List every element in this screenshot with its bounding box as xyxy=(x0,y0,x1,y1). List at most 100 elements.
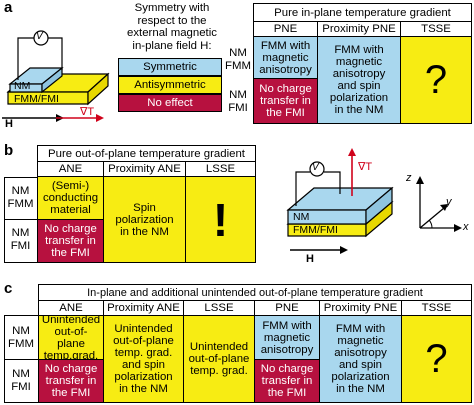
row-label-line: FMM xyxy=(225,60,251,72)
cell-line: No charge xyxy=(259,83,312,95)
table-b-header-proximity-ane: Proximity ANE xyxy=(103,161,186,177)
cell-line: the FMI xyxy=(51,387,91,399)
table-c-lsse: Unintended out-of-plane temp. grad. xyxy=(183,315,255,403)
row-label-line: FMI xyxy=(11,381,31,393)
cell-line: FMM with xyxy=(335,323,386,335)
table-b-row-label-fmm: NM FMM xyxy=(4,178,37,218)
cell-line: transfer in xyxy=(260,95,311,107)
table-c-header-lsse: LSSE xyxy=(183,300,255,316)
cell-line: out-of-plane xyxy=(188,353,250,365)
field-label-b: H xyxy=(306,253,314,265)
cell-line: the FMI xyxy=(267,387,307,399)
cell-line: FMM with xyxy=(334,44,384,56)
table-b-row-divider xyxy=(4,219,38,221)
cell-line: in the NM xyxy=(120,225,169,238)
cell-line: temp.grad. xyxy=(43,349,99,360)
cell-line: (Semi-) xyxy=(51,180,90,192)
cell-line: magnetic xyxy=(262,51,309,64)
legend-title: Symmetry with respect to the external ma… xyxy=(118,2,226,52)
legend-title-line: respect to the xyxy=(137,14,207,27)
table-c-row-divider xyxy=(4,359,39,361)
cell-line: Unintended xyxy=(189,341,249,353)
voltmeter-label-b: V xyxy=(312,162,319,173)
cell-line: in the NM xyxy=(336,383,385,395)
table-c-ane-fmm: Unintended out-of-plane temp.grad. xyxy=(38,315,104,360)
cell-line: transfer in xyxy=(261,375,313,387)
device-b-diagram xyxy=(286,148,462,254)
cell-line: and spin xyxy=(338,359,383,371)
row-label-line: NM xyxy=(11,185,30,197)
cell-line: No charge xyxy=(44,223,97,235)
table-c-row-label-fmi: NM FMI xyxy=(4,361,38,401)
cell-line: material xyxy=(50,204,91,216)
cell-line: in the NM xyxy=(119,383,168,395)
table-c-header-proximity-ane: Proximity ANE xyxy=(103,300,184,316)
gradient-label-a: ∇T xyxy=(80,106,95,118)
legend-title-line: in-plane field H: xyxy=(132,39,212,52)
cell-line: and spin xyxy=(337,80,381,92)
table-c-header-ane: ANE xyxy=(38,300,104,316)
table-c-tsse: ? xyxy=(401,315,472,403)
table-c-title: In-plane and additional unintended out-o… xyxy=(38,284,472,301)
table-a-pne-fmm: FMM with magnetic anisotropy xyxy=(253,36,318,79)
panel-c-label: c xyxy=(4,280,13,297)
cell-line: the FMI xyxy=(51,247,90,259)
row-label-line: NM xyxy=(12,368,30,380)
substrate-label-a: FMM/FMI xyxy=(14,93,59,105)
row-label-line: NM xyxy=(229,47,247,59)
panel-b-label: b xyxy=(4,142,14,159)
legend-title-line: Symmetry with xyxy=(134,2,210,14)
panel-a-label: a xyxy=(4,0,13,16)
row-label-line: NM xyxy=(229,89,247,101)
cell-line: Spin xyxy=(133,201,156,214)
cell-line: temp. grad. xyxy=(114,347,173,359)
legend-no-effect: No effect xyxy=(118,94,222,112)
gradient-label-b: ∇T xyxy=(358,161,373,173)
table-c-pne-fmi: No charge transfer in the FMI xyxy=(254,359,320,403)
table-b-lsse: ! xyxy=(185,176,256,263)
cell-line: transfer in xyxy=(45,375,97,387)
field-label-a: H xyxy=(5,118,13,130)
cell-line: magnetic xyxy=(263,331,311,344)
row-label-line: NM xyxy=(11,227,30,239)
table-c-header-pne: PNE xyxy=(254,300,320,316)
axis-x-label: x xyxy=(463,221,469,233)
cell-line: out-of-plane xyxy=(54,325,88,350)
table-b-row-label-fmi: NM FMI xyxy=(4,220,37,260)
device-a-diagram xyxy=(2,30,110,122)
voltmeter-label-a: V xyxy=(36,31,43,42)
row-label-line: NM xyxy=(12,325,30,337)
legend-antisymmetric: Antisymmetric xyxy=(118,76,222,94)
cell-line: polarization xyxy=(115,213,174,226)
cell-line: Unintended xyxy=(114,323,173,335)
nm-label-b: NM xyxy=(293,211,310,223)
table-a-row-label-fmm: NM FMM xyxy=(222,40,254,80)
row-label-line: FMI xyxy=(228,102,248,114)
legend-title-line: external magnetic xyxy=(127,27,217,39)
cell-line: temp. grad. xyxy=(190,365,248,377)
table-b-left-border xyxy=(4,177,38,263)
cell-line: anisotropy xyxy=(260,343,314,356)
cell-line: and spin xyxy=(121,359,166,371)
table-c-proximity-ane: Unintended out-of-plane temp. grad. and … xyxy=(103,315,184,403)
table-b-ane-fmm: (Semi-) conducting material xyxy=(37,176,104,220)
table-b-header-lsse: LSSE xyxy=(185,161,256,177)
cell-line: magnetic xyxy=(335,56,383,68)
table-a-pne-fmi: No charge transfer in the FMI xyxy=(253,78,318,124)
cell-line: anisotropy xyxy=(332,68,386,80)
row-label-line: FMI xyxy=(10,240,31,252)
table-a-proximity-pne: FMM with magnetic anisotropy and spin po… xyxy=(317,36,401,124)
table-c-ane-fmi: No charge transfer in the FMI xyxy=(38,359,104,403)
table-b-title: Pure out-of-plane temperature gradient xyxy=(37,145,256,162)
cell-line: conducting xyxy=(42,192,99,204)
table-c-row-label-fmm: NM FMM xyxy=(4,318,38,358)
cell-line: anisotropy xyxy=(334,347,387,359)
axis-y-label: y xyxy=(446,196,452,208)
cell-line: transfer in xyxy=(45,235,96,247)
cell-line: in the NM xyxy=(334,104,384,116)
cell-line: out-of-plane xyxy=(113,335,174,347)
cell-line: magnetic xyxy=(337,335,384,347)
cell-line: FMM with xyxy=(260,39,311,52)
nm-label-a: NM xyxy=(14,80,31,92)
cell-line: No charge xyxy=(260,363,314,375)
